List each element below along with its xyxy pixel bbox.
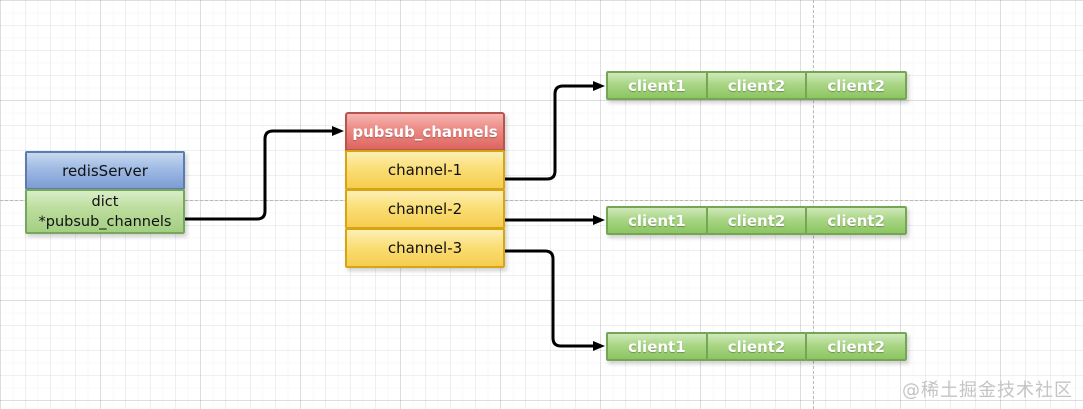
arrow-channel1-to-clients <box>505 81 605 181</box>
client-cell: client2 <box>705 206 808 235</box>
redis-server-box: redisServer dict *pubsub_channels <box>25 151 185 234</box>
client-cell: client1 <box>606 332 708 361</box>
page-guide-horizontal <box>0 200 1083 201</box>
client-list-row-3: client1 client2 client2 <box>606 332 908 361</box>
redis-server-title: redisServer <box>25 151 185 190</box>
channel-2-row: channel-2 <box>345 189 505 229</box>
dict-label: dict <box>91 193 119 210</box>
client-cell: client1 <box>606 71 708 100</box>
client-cell: client2 <box>705 332 808 361</box>
client-cell: client1 <box>606 206 708 235</box>
pubsub-channels-header: pubsub_channels <box>345 112 505 151</box>
watermark: @稀土掘金技术社区 <box>902 380 1073 401</box>
pubsub-channels-pointer-label: *pubsub_channels <box>38 213 172 230</box>
channel-3-row: channel-3 <box>345 228 505 268</box>
client-cell: client2 <box>805 71 908 100</box>
arrow-channel3-to-clients <box>505 249 605 351</box>
pubsub-channels-table: pubsub_channels channel-1 channel-2 chan… <box>345 112 505 268</box>
client-list-row-2: client1 client2 client2 <box>606 206 908 235</box>
client-cell: client2 <box>805 206 908 235</box>
client-cell: client2 <box>705 71 808 100</box>
client-cell: client2 <box>805 332 908 361</box>
channel-1-row: channel-1 <box>345 150 505 190</box>
page-guide-vertical <box>813 0 814 409</box>
redis-dict-body: dict *pubsub_channels <box>25 189 185 234</box>
client-list-row-1: client1 client2 client2 <box>606 71 908 100</box>
arrow-dict-to-pubsub-table <box>185 126 344 221</box>
